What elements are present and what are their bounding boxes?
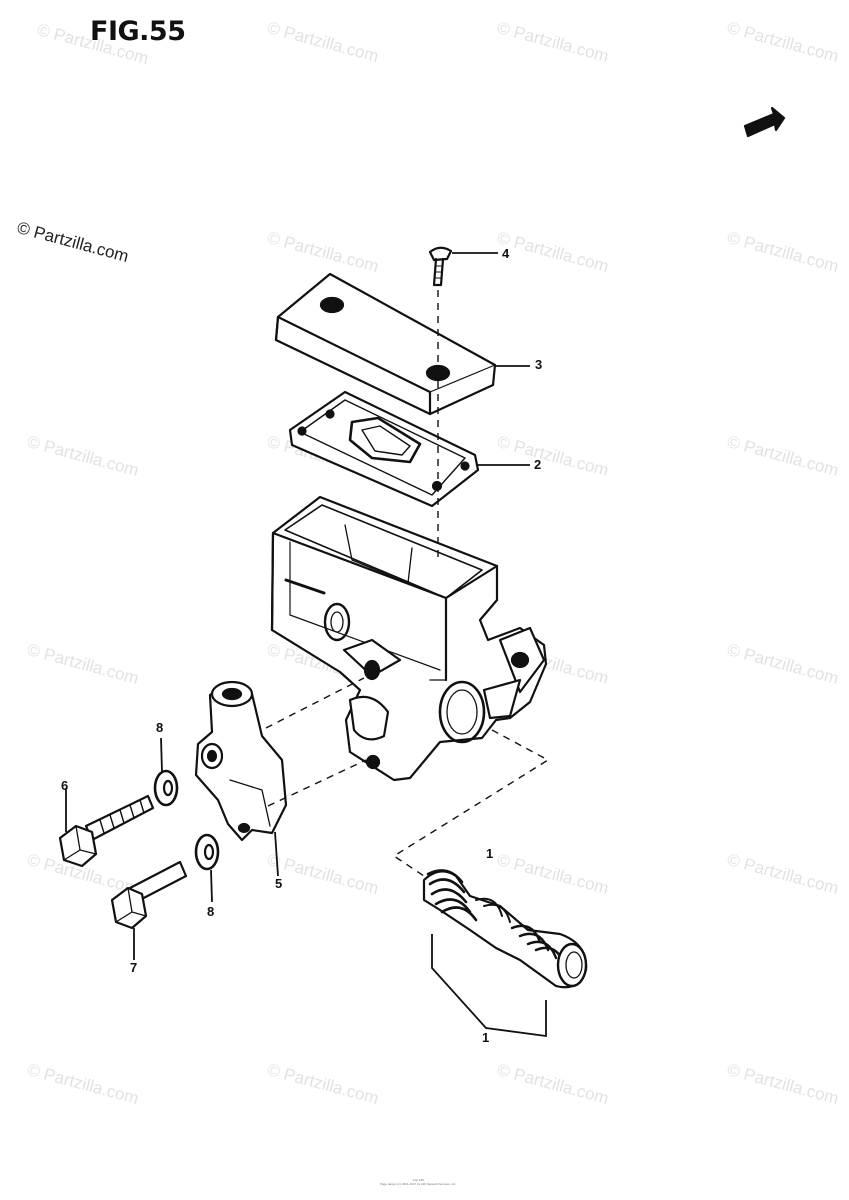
footer-line-2: Page design (c) 2001-2017 by ARI Network… [380, 1182, 457, 1186]
diaphragm-part-2 [288, 390, 480, 508]
callout-3: 3 [535, 357, 543, 372]
assembly-lines [265, 290, 550, 877]
callout-leaders [65, 252, 547, 1038]
piston-assembly-part-1 [422, 869, 588, 989]
screw-part-4 [428, 246, 453, 287]
reservoir-cap-part-3 [274, 272, 497, 416]
master-cylinder-body [270, 495, 548, 782]
callout-4: 4 [502, 246, 510, 261]
front-direction-arrow-icon [743, 106, 786, 138]
callout-2: 2 [534, 457, 542, 472]
callout-6: 6 [61, 778, 69, 793]
footer-line-1: Cop 183 [412, 1178, 424, 1182]
washer-part-8-upper [153, 769, 179, 807]
page-footer: Cop 183 Page design (c) 2001-2017 by ARI… [380, 1178, 457, 1186]
callout-5: 5 [275, 876, 283, 891]
callout-1-upper-marker: 1 [486, 846, 494, 861]
lever-bracket-part-5 [194, 680, 288, 842]
callout-7: 7 [130, 960, 138, 975]
callout-1: 1 [482, 1030, 490, 1045]
callout-8-upper: 8 [156, 720, 164, 735]
bolt-part-6 [58, 794, 155, 868]
figure-title: FIG.55 [90, 16, 186, 47]
bolt-part-7 [110, 860, 188, 930]
callout-8-lower: 8 [207, 904, 215, 919]
washer-part-8-lower [194, 833, 220, 871]
